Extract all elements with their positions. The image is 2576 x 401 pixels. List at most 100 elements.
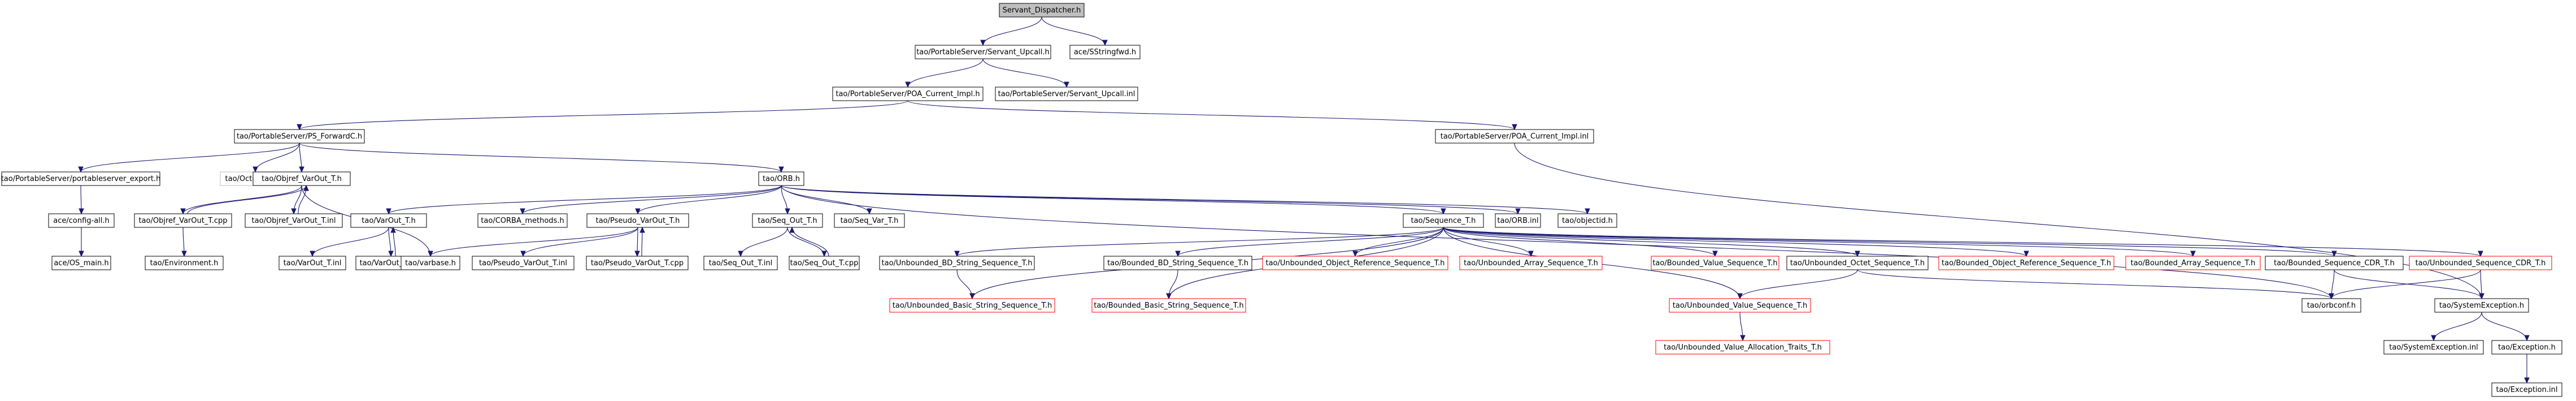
node-label: tao/Unbounded_Basic_String_Sequence_T.h [893, 301, 1052, 310]
include-edge [430, 227, 638, 257]
node-pseudo-varout-t-inl[interactable]: tao/Pseudo_VarOut_T.inl [472, 256, 575, 270]
node-corba-methods[interactable]: tao/CORBA_methods.h [477, 213, 568, 228]
node-box [1557, 213, 1617, 228]
arrowhead [1740, 335, 1746, 342]
node-label: tao/Exception.inl [2496, 386, 2558, 394]
node-orbconf[interactable]: tao/orbconf.h [2301, 298, 2361, 313]
arrowhead [1528, 251, 1534, 257]
arrowhead [1441, 208, 1446, 215]
node-varbase[interactable]: tao/varbase.h [401, 256, 460, 270]
node-pseudo-varout-t-h[interactable]: tao/Pseudo_VarOut_T.h [586, 213, 689, 228]
node-system-exception-h[interactable]: tao/SystemException.h [2434, 298, 2529, 313]
node-objref-varout-t-inl[interactable]: tao/Objref_VarOut_T.inl [245, 213, 343, 228]
arrowhead [253, 166, 258, 173]
node-environment[interactable]: tao/Environment.h [145, 256, 224, 270]
node-label: tao/Bounded_Object_Reference_Sequence_T.… [1942, 259, 2111, 268]
node-sequence-t-h[interactable]: tao/Sequence_T.h [1403, 213, 1484, 228]
node-label: tao/SystemException.h [2439, 301, 2524, 310]
node-system-exception-inl[interactable]: tao/SystemException.inl [2383, 340, 2484, 355]
node-box [832, 87, 984, 101]
node-label: tao/orbconf.h [2307, 301, 2356, 310]
include-edge [1041, 16, 1106, 46]
node-unb-bd-string-seq[interactable]: tao/Unbounded_BD_String_Sequence_T.h [879, 256, 1035, 270]
node-bnd-seq-cdr[interactable]: tao/Bounded_Sequence_CDR_T.h [2265, 256, 2404, 270]
node-objref-varout-t-h[interactable]: tao/Objref_VarOut_T.h [253, 171, 351, 186]
arrowhead [867, 208, 872, 215]
node-os-main[interactable]: ace/OS_main.h [51, 256, 111, 270]
node-sstringfwd[interactable]: ace/SStringfwd.h [1069, 45, 1141, 59]
node-box [995, 87, 1138, 101]
node-label: ace/OS_main.h [54, 259, 108, 268]
node-label: tao/Pseudo_VarOut_T.inl [479, 259, 567, 268]
node-ps-forwardc[interactable]: tao/PortableServer/PS_ForwardC.h [234, 129, 365, 144]
node-orb-h[interactable]: tao/ORB.h [758, 171, 804, 186]
node-orb-inl[interactable]: tao/ORB.inl [1495, 213, 1541, 228]
node-label: tao/Bounded_Array_Sequence_T.h [2131, 259, 2256, 268]
include-edge [299, 143, 782, 173]
node-bnd-objref-seq[interactable]: tao/Bounded_Object_Reference_Sequence_T.… [1938, 256, 2114, 270]
include-edge [1443, 227, 2481, 257]
node-box [48, 213, 115, 228]
node-box [586, 256, 689, 270]
node-box [758, 171, 804, 186]
node-unb-array-seq[interactable]: tao/Unbounded_Array_Sequence_T.h [1459, 256, 1603, 270]
node-box [1, 171, 160, 186]
node-config-all[interactable]: ace/config-all.h [48, 213, 115, 228]
arrowhead [1512, 124, 1517, 131]
node-objref-varout-t-cpp[interactable]: tao/Objref_VarOut_T.cpp [134, 213, 232, 228]
node-unb-octet-seq[interactable]: tao/Unbounded_Octet_Sequence_T.h [1786, 256, 1929, 270]
node-servant-upcall-inl[interactable]: tao/PortableServer/Servant_Upcall.inl [995, 87, 1138, 101]
node-box [2265, 256, 2404, 270]
node-seq-var-t-h[interactable]: tao/Seq_Var_T.h [834, 213, 905, 228]
node-box [2491, 340, 2562, 355]
node-objectid[interactable]: tao/objectid.h [1557, 213, 1617, 228]
node-exception-inl[interactable]: tao/Exception.inl [2491, 382, 2562, 397]
node-label: tao/Sequence_T.h [1411, 217, 1476, 225]
arrowhead [2331, 251, 2337, 257]
node-bnd-bd-string-seq[interactable]: tao/Bounded_BD_String_Sequence_T.h [1103, 256, 1252, 270]
node-bnd-value-seq[interactable]: tao/Bounded_Value_Sequence_T.h [1651, 256, 1779, 270]
node-root[interactable]: Servant_Dispatcher.h [999, 3, 1085, 18]
arrowhead [1585, 208, 1590, 215]
node-unb-objref-seq[interactable]: tao/Unbounded_Object_Reference_Sequence_… [1262, 256, 1448, 270]
include-edge [523, 227, 638, 257]
arrowhead [2524, 335, 2530, 342]
node-label: ace/SStringfwd.h [1074, 48, 1136, 57]
node-varout-t-h[interactable]: tao/VarOut_T.h [350, 213, 427, 228]
node-exception-h[interactable]: tao/Exception.h [2491, 340, 2562, 355]
node-box [915, 45, 1051, 59]
node-box [1669, 298, 1811, 313]
node-seq-out-t-h[interactable]: tao/Seq_Out_T.h [752, 213, 823, 228]
arrowhead [2024, 251, 2029, 257]
arrowhead [1064, 81, 1069, 88]
node-label: tao/Seq_Out_T.inl [709, 259, 772, 268]
node-label: tao/Unbounded_Object_Reference_Sequence_… [1265, 259, 1444, 268]
node-poa-current-impl-h[interactable]: tao/PortableServer/POA_Current_Impl.h [832, 87, 984, 101]
node-unb-value-seq[interactable]: tao/Unbounded_Value_Sequence_T.h [1669, 298, 1811, 313]
node-label: tao/Objref_VarOut_T.cpp [138, 217, 227, 225]
node-label: Servant_Dispatcher.h [1003, 6, 1081, 15]
node-box [134, 213, 232, 228]
node-varout-t-inl[interactable]: tao/VarOut_T.inl [279, 256, 346, 270]
node-portableserver-export[interactable]: tao/PortableServer/portableserver_export… [1, 171, 161, 186]
node-bnd-array-seq[interactable]: tao/Bounded_Array_Sequence_T.h [2125, 256, 2261, 270]
node-unb-value-alloc-traits[interactable]: tao/Unbounded_Value_Allocation_Traits_T.… [1655, 340, 1830, 355]
node-seq-out-t-inl[interactable]: tao/Seq_Out_T.inl [703, 256, 778, 270]
node-servant-upcall-h[interactable]: tao/PortableServer/Servant_Upcall.h [915, 45, 1051, 59]
node-pseudo-varout-t-cpp[interactable]: tao/Pseudo_VarOut_T.cpp [586, 256, 689, 270]
node-unb-basic-string-seq[interactable]: tao/Unbounded_Basic_String_Sequence_T.h [889, 298, 1055, 313]
arrowhead [390, 226, 396, 233]
node-poa-current-impl-inl[interactable]: tao/PortableServer/POA_Current_Impl.inl [1435, 129, 1594, 144]
node-label: tao/Exception.h [2498, 343, 2556, 352]
arrowhead [1855, 251, 1860, 257]
node-label: tao/Unbounded_Sequence_CDR_T.h [2416, 259, 2546, 268]
arrowhead [181, 251, 187, 257]
node-label: tao/objectid.h [1562, 217, 1613, 225]
arrowhead [2431, 335, 2436, 342]
node-unb-seq-cdr[interactable]: tao/Unbounded_Sequence_CDR_T.h [2409, 256, 2552, 270]
node-box [1459, 256, 1603, 270]
include-edge [1514, 143, 2482, 299]
node-bnd-basic-string-seq[interactable]: tao/Bounded_Basic_String_Sequence_T.h [1091, 298, 1246, 313]
node-label: tao/Unbounded_Octet_Sequence_T.h [1790, 259, 1925, 268]
node-seq-out-t-cpp[interactable]: tao/Seq_Out_T.cpp [789, 256, 860, 270]
